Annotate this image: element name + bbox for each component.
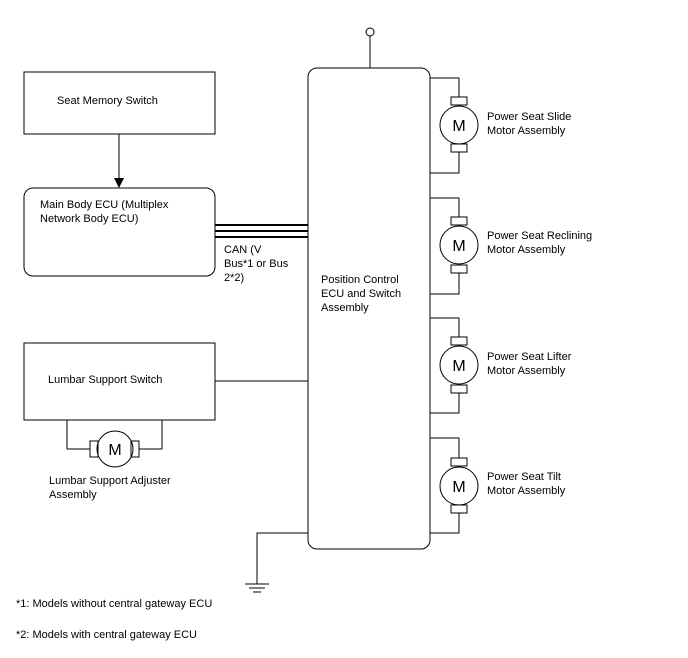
lifter-motor-brush-top — [450, 336, 468, 346]
lifter-motor-brush-bottom — [450, 384, 468, 394]
position-control-ecu-box — [307, 67, 431, 550]
slide-motor-letter: M — [452, 118, 465, 135]
tilt-motor-icon — [439, 466, 479, 506]
slide-motor-brush-top — [450, 96, 468, 106]
slide-motor-wire-bottom — [430, 152, 460, 174]
seat-memory-switch-label: Seat Memory Switch — [57, 95, 158, 107]
arrow-head-icon — [114, 178, 124, 188]
main-body-ecu-label: Main Body ECU (Multiplex Network Body EC… — [40, 199, 169, 225]
tilt-motor-letter: M — [452, 479, 465, 496]
can-bus-label: CAN (V Bus*1 or Bus 2*2) — [224, 244, 289, 284]
lumbar-motor-wire-right — [139, 420, 163, 450]
reclining-motor-brush-bottom — [450, 264, 468, 274]
reclining-motor-icon — [439, 225, 479, 265]
power-terminal-icon — [365, 27, 375, 37]
lumbar-motor-brush-right — [130, 440, 140, 458]
lifter-motor-label: Power Seat Lifter Motor Assembly — [487, 351, 572, 377]
lifter-motor-icon — [439, 345, 479, 385]
lumbar-motor-icon — [96, 430, 134, 468]
lumbar-support-switch-label: Lumbar Support Switch — [48, 374, 163, 386]
tilt-motor-brush-bottom — [450, 504, 468, 514]
lumbar-motor-wire-left — [66, 420, 90, 450]
reclining-motor-wire-bottom — [430, 273, 460, 295]
lifter-motor-letter: M — [452, 358, 465, 375]
lumbar-support-adjuster-label: Lumbar Support Adjuster Assembly — [49, 475, 171, 501]
tilt-motor-wire-bottom — [430, 513, 460, 534]
slide-motor-brush-bottom — [450, 143, 468, 153]
position-control-ecu-label: Position Control ECU and Switch Assembly — [321, 274, 402, 314]
reclining-motor-brush-top — [450, 216, 468, 226]
lifter-motor-wire-top — [430, 317, 460, 337]
lifter-motor-wire-bottom — [430, 393, 460, 414]
tilt-motor-brush-top — [450, 457, 468, 467]
tilt-motor-label: Power Seat Tilt Motor Assembly — [487, 471, 566, 497]
footnote-1: *1: Models without central gateway ECU — [16, 598, 213, 610]
lumbar-motor-brush-left — [89, 440, 99, 458]
reclining-motor-label: Power Seat Reclining Motor Assembly — [487, 230, 593, 256]
slide-motor-wire-top — [430, 77, 460, 97]
ground-wire — [256, 532, 308, 584]
lumbar-motor-letter: M — [108, 442, 121, 459]
reclining-motor-wire-top — [430, 197, 460, 217]
slide-motor-label: Power Seat Slide Motor Assembly — [487, 111, 572, 137]
tilt-motor-wire-top — [430, 437, 460, 458]
reclining-motor-letter: M — [452, 238, 465, 255]
slide-motor-icon — [439, 105, 479, 145]
footnote-2: *2: Models with central gateway ECU — [16, 629, 197, 641]
